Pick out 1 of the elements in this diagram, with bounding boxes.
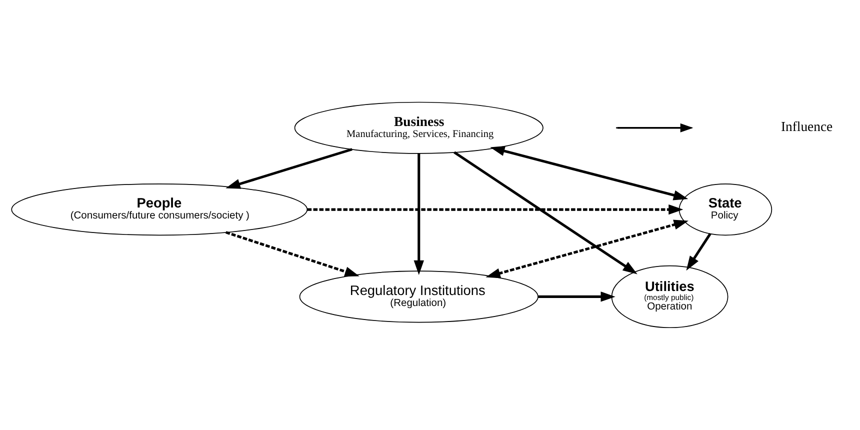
legend-label: Influence [780,119,833,134]
